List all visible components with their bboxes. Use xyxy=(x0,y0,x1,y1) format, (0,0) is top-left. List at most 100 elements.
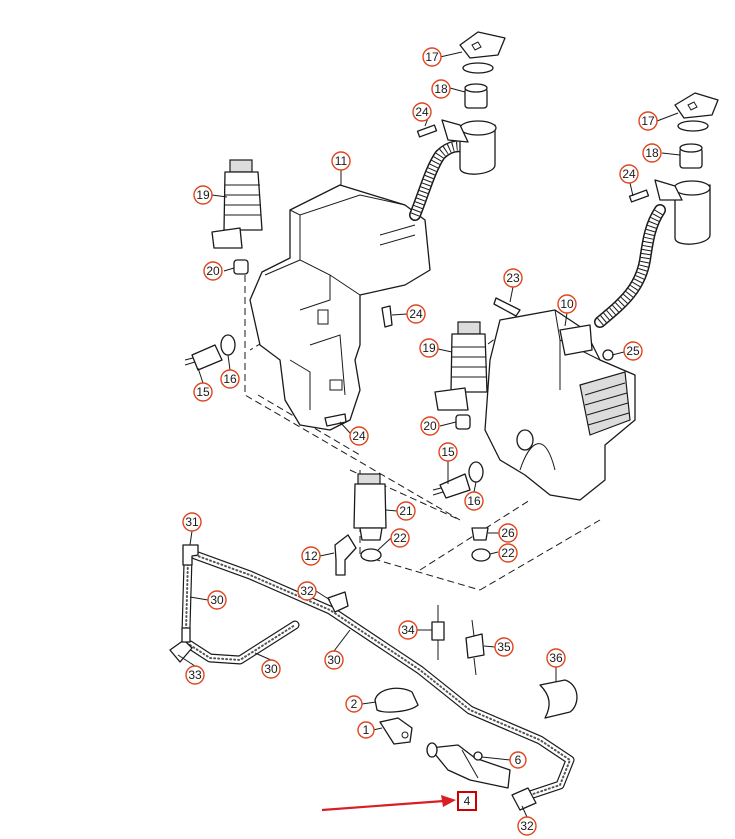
svg-text:25: 25 xyxy=(626,344,640,358)
svg-text:24: 24 xyxy=(352,429,366,443)
callout-19-right: 19 xyxy=(419,338,439,358)
svg-text:36: 36 xyxy=(549,651,563,665)
elbow-32-upper xyxy=(327,591,349,613)
svg-text:26: 26 xyxy=(501,526,515,540)
connector-33 xyxy=(169,627,193,663)
callout-1: 1 xyxy=(357,721,375,739)
callout-33: 33 xyxy=(185,665,205,685)
callout-30-main: 30 xyxy=(324,650,344,670)
svg-text:32: 32 xyxy=(520,819,534,833)
svg-text:19: 19 xyxy=(196,188,210,202)
callout-24-top-right: 24 xyxy=(619,164,639,184)
grommet-22b xyxy=(471,548,491,562)
callout-2: 2 xyxy=(345,695,363,713)
hose-30-vertical xyxy=(181,555,193,635)
callout-24-lower: 24 xyxy=(349,426,369,446)
svg-text:10: 10 xyxy=(560,297,574,311)
callout-labels: 17 18 24 17 18 24 11 19 20 24 23 10 25 1… xyxy=(182,47,662,836)
washer-pump-21 xyxy=(353,473,387,562)
svg-text:15: 15 xyxy=(196,385,210,399)
svg-text:6: 6 xyxy=(515,753,522,767)
callout-31: 31 xyxy=(182,512,202,532)
nut-25 xyxy=(602,349,614,361)
telescopic-cylinder-4 xyxy=(426,742,511,789)
callout-24-mid: 24 xyxy=(406,304,426,324)
callout-30-left: 30 xyxy=(207,590,227,610)
svg-text:19: 19 xyxy=(422,341,436,355)
washer-pump-left xyxy=(211,159,263,275)
highlight-arrow xyxy=(321,795,456,812)
callout-24-top-left: 24 xyxy=(412,102,432,122)
elbow-connector-12 xyxy=(334,534,357,576)
filler-neck-left xyxy=(416,31,506,175)
svg-text:30: 30 xyxy=(210,593,224,607)
washer-pump-right xyxy=(434,321,488,430)
elbow-32-lower xyxy=(511,787,537,811)
callout-15-left: 15 xyxy=(193,382,213,402)
svg-text:21: 21 xyxy=(399,504,413,518)
cable-tie-34 xyxy=(431,605,445,660)
svg-text:16: 16 xyxy=(223,372,237,386)
svg-text:23: 23 xyxy=(506,271,520,285)
svg-text:30: 30 xyxy=(327,653,341,667)
nozzle-1 xyxy=(379,717,413,745)
cover-cap-2 xyxy=(374,687,419,713)
callout-18-top-left: 18 xyxy=(431,79,451,99)
hose-30-main xyxy=(190,550,575,800)
callout-4-highlighted: 4 xyxy=(457,791,477,811)
t-connector-31 xyxy=(182,544,199,566)
svg-text:24: 24 xyxy=(622,167,636,181)
svg-text:31: 31 xyxy=(185,515,199,529)
callout-16-left: 16 xyxy=(220,369,240,389)
svg-text:16: 16 xyxy=(467,494,481,508)
svg-text:34: 34 xyxy=(401,623,415,637)
callout-17-top-left: 17 xyxy=(422,47,442,67)
svg-text:22: 22 xyxy=(501,546,515,560)
svg-text:2: 2 xyxy=(351,697,358,711)
callout-11: 11 xyxy=(331,151,351,171)
callout-26: 26 xyxy=(498,523,518,543)
svg-text:20: 20 xyxy=(206,264,220,278)
callout-32-upper: 32 xyxy=(297,581,317,601)
svg-text:24: 24 xyxy=(409,307,423,321)
callout-22-right: 22 xyxy=(498,543,518,563)
callout-36: 36 xyxy=(546,648,566,668)
callout-19-left: 19 xyxy=(193,185,213,205)
callout-35: 35 xyxy=(494,637,514,657)
nut-6 xyxy=(473,751,483,761)
svg-text:35: 35 xyxy=(497,640,511,654)
svg-text:30: 30 xyxy=(264,662,278,676)
svg-text:17: 17 xyxy=(641,114,655,128)
svg-text:18: 18 xyxy=(645,146,659,160)
svg-text:11: 11 xyxy=(335,154,348,168)
filler-neck-hose-right xyxy=(594,204,666,328)
callout-34: 34 xyxy=(398,620,418,640)
bolt-24c xyxy=(381,305,393,328)
callout-12: 12 xyxy=(301,546,321,566)
washer-reservoir-right xyxy=(484,309,636,501)
callout-30-lower: 30 xyxy=(261,659,281,679)
svg-text:17: 17 xyxy=(425,50,439,64)
svg-text:12: 12 xyxy=(304,549,318,563)
callout-20-right: 20 xyxy=(420,416,440,436)
bolt-23 xyxy=(493,297,521,317)
clip-35 xyxy=(465,619,485,676)
callout-23: 23 xyxy=(503,268,523,288)
seal-connector-left xyxy=(184,334,236,371)
cap-26 xyxy=(471,527,489,541)
svg-text:33: 33 xyxy=(188,668,202,682)
callout-10: 10 xyxy=(557,294,577,314)
svg-text:32: 32 xyxy=(300,584,314,598)
callout-32-lower: 32 xyxy=(517,816,537,836)
svg-text:18: 18 xyxy=(434,82,448,96)
callout-22-mid: 22 xyxy=(390,528,410,548)
washer-reservoir-left xyxy=(249,184,431,431)
callout-18-top-right: 18 xyxy=(642,143,662,163)
filler-neck-right xyxy=(628,92,719,245)
svg-text:24: 24 xyxy=(415,105,429,119)
svg-text:15: 15 xyxy=(441,445,455,459)
svg-text:1: 1 xyxy=(363,723,370,737)
svg-text:20: 20 xyxy=(423,419,437,433)
callout-16-right: 16 xyxy=(464,491,484,511)
